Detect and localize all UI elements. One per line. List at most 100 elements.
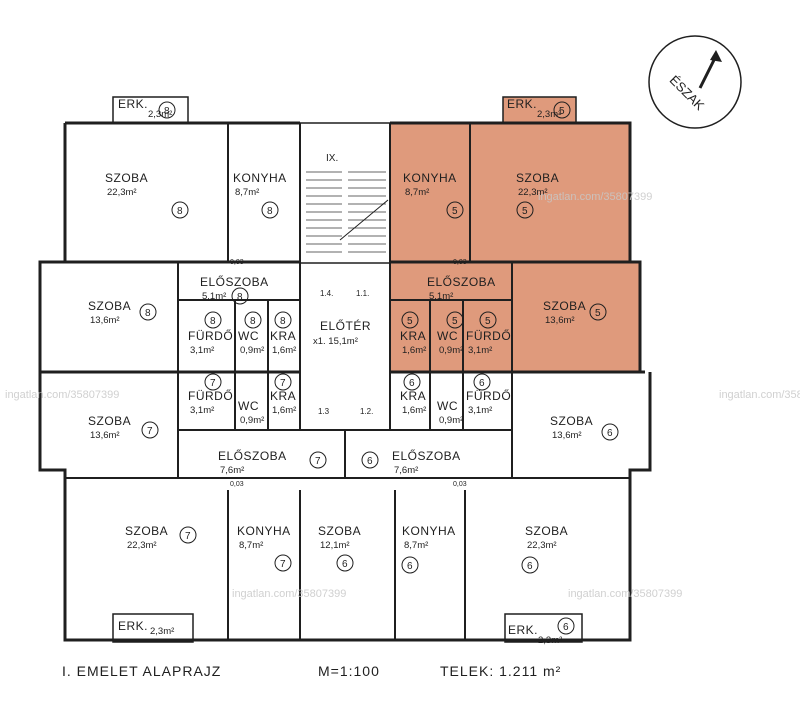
unit-number: 5 — [407, 316, 413, 327]
unit-number-circle — [204, 373, 222, 391]
unit-number-circle — [446, 311, 464, 329]
unit-number-circle — [274, 373, 292, 391]
unit-number-circle — [403, 373, 421, 391]
room-name: SZOBA — [105, 171, 148, 185]
room-wc-6: WC 0,9m² — [437, 399, 463, 426]
room-wc-7: WC0,9m² — [238, 399, 264, 426]
room-area: 2,3m² — [538, 635, 562, 646]
room-name: WC — [437, 329, 458, 343]
unit-number-circle — [231, 287, 249, 305]
plan-scale: M=1:100 — [318, 663, 380, 679]
room-name: KONYHA — [402, 524, 456, 538]
stair-label: IX. — [326, 153, 338, 164]
unit-number-circle — [521, 556, 539, 574]
room-name: KRA — [400, 389, 426, 403]
room-name: SZOBA — [88, 299, 131, 313]
room-name: KONYHA — [237, 524, 291, 538]
watermark: ingatlan.com/35807399 — [568, 588, 682, 600]
balconies — [112, 96, 583, 643]
room-name: SZOBA — [525, 524, 568, 538]
room-name: SZOBA — [543, 299, 586, 313]
unit-number: 8 — [280, 316, 286, 327]
room-name: FÜRDŐ — [466, 388, 511, 403]
unit-number: 8 — [177, 206, 183, 217]
unit-number-circle — [557, 617, 575, 635]
room-area: 3,1m² — [468, 405, 492, 416]
watermark: ingatlan.com/35807399 — [719, 389, 800, 401]
room-name: WC — [437, 399, 458, 413]
room-name: ELŐSZOBA — [427, 274, 496, 289]
unit-number-circle — [158, 101, 176, 119]
plan-title: I. EMELET ALAPRAJZ — [62, 663, 221, 679]
unit-number-circle — [361, 451, 379, 469]
room-name: FÜRDŐ — [466, 328, 511, 343]
unit-number: 6 — [607, 428, 613, 439]
unit-number: 6 — [409, 378, 415, 389]
room-name: KRA — [400, 329, 426, 343]
unit-number-circle — [261, 201, 279, 219]
corridor: ELŐTÉR x1. 15,1m² 1.4. 1.1. 1.3 1.2. — [313, 289, 373, 416]
room-area: 3,1m² — [190, 405, 214, 416]
room-area: 0,9m² — [240, 345, 264, 356]
unit-number: 7 — [315, 456, 321, 467]
room-area: 0,9m² — [439, 415, 463, 426]
corridor-name: ELŐTÉR — [320, 318, 371, 333]
mark-m1: 0,03 — [230, 259, 244, 266]
room-area: 5,1m² — [202, 291, 226, 302]
unit-number-circle — [179, 526, 197, 544]
unit-number: 8 — [210, 316, 216, 327]
room-area: 22,3m² — [518, 187, 548, 198]
room-name: ERK. — [508, 623, 538, 637]
corridor-mark-c: 1.3 — [318, 407, 330, 416]
highlight-apartment-5 — [390, 97, 640, 372]
unit-number: 7 — [280, 559, 286, 570]
mark-m3: 0,03 — [230, 481, 244, 488]
room-area: 8,7m² — [404, 540, 428, 551]
room-area: 8,7m² — [405, 187, 429, 198]
dimension-marks: 0,03 0,03 0,03 0,03 — [230, 259, 467, 488]
room-name: KRA — [270, 329, 296, 343]
room-area: 2,3m² — [150, 626, 174, 637]
room-name: WC — [238, 399, 259, 413]
room-area: 13,6m² — [90, 430, 120, 441]
corridor-mark-d: 1.2. — [360, 407, 373, 416]
compass-circle — [648, 35, 742, 129]
room-name: ELŐSZOBA — [392, 448, 461, 463]
watermark: ingatlan.com/35807399 — [232, 588, 346, 600]
unit-number: 6 — [367, 456, 373, 467]
unit-number-circle — [336, 554, 354, 572]
room-name: ERK. — [507, 97, 537, 111]
north-arrow-icon — [698, 55, 718, 89]
room-name: SZOBA — [318, 524, 361, 538]
room-area: 8,7m² — [239, 540, 263, 551]
room-area: 1,6m² — [272, 405, 296, 416]
room-erk-bot-left: ERK.2,3m² — [118, 619, 174, 637]
unit-number: 8 — [164, 106, 170, 117]
room-area: 7,6m² — [394, 465, 418, 476]
unit-number: 6 — [527, 561, 533, 572]
room-area: 13,6m² — [545, 315, 575, 326]
room-name: SZOBA — [550, 414, 593, 428]
unit-number: 7 — [280, 378, 286, 389]
unit-number-circle — [274, 311, 292, 329]
corridor-mark-b: 1.1. — [356, 289, 369, 298]
unit-number: 6 — [563, 622, 569, 633]
room-name: KONYHA — [233, 171, 287, 185]
unit-number-circle — [171, 201, 189, 219]
unit-number-circle — [309, 451, 327, 469]
room-area: 13,6m² — [552, 430, 582, 441]
